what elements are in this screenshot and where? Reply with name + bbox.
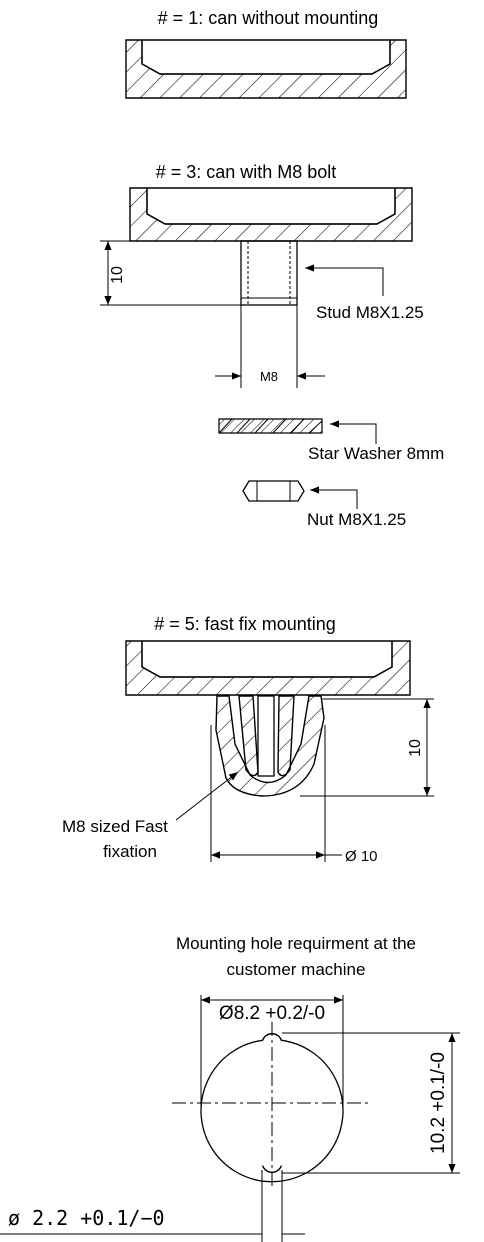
section-1-caption: # = 1: can without mounting: [158, 8, 379, 28]
nut-leader: [310, 486, 358, 509]
washer-leader: [330, 420, 377, 444]
stud-length-dimension: 10: [100, 240, 241, 306]
can-1-body: [125, 39, 407, 99]
hole-height-dimension: 10.2 +0.1/-0: [282, 1032, 460, 1174]
hole-diameter-dimension: Ø8.2 +0.2/-0: [200, 995, 344, 1112]
fixation-leader: [175, 771, 239, 821]
star-washer: [218, 418, 323, 434]
section-3-caption: # = 3: can with M8 bolt: [156, 162, 337, 182]
can-3-body: [129, 187, 413, 242]
keyhole-outline: [172, 1022, 372, 1186]
stud-leader: [305, 264, 384, 296]
clip-diameter-dimension: Ø 10: [210, 725, 378, 865]
thread-dimension-value: M8: [260, 369, 278, 384]
section-1-can-without-mounting: # = 1: can without mounting: [125, 8, 407, 99]
hole-height-value: 10.2 +0.1/-0: [428, 1052, 449, 1154]
nut-m8: [242, 480, 305, 502]
stud-label: Stud M8X1.25: [316, 303, 424, 322]
slot-dimension: ø 2.2 +0.1/−0: [0, 1170, 305, 1242]
section-3-can-with-bolt: # = 3: can with M8 bolt 10 Stud M8X1.25 …: [100, 162, 444, 529]
fixation-label-line1: M8 sized Fast: [62, 817, 168, 836]
washer-label: Star Washer 8mm: [308, 444, 444, 463]
stud-length-value: 10: [109, 266, 126, 284]
mounting-hole-section: Mounting hole requirment at the customer…: [0, 934, 460, 1242]
section-5-caption: # = 5: fast fix mounting: [154, 614, 336, 634]
thread-dimension: M8: [215, 305, 325, 388]
fixation-label-line2: fixation: [103, 842, 157, 861]
hole-title-line1: Mounting hole requirment at the: [176, 934, 416, 953]
slot-dimension-value: ø 2.2 +0.1/−0: [8, 1206, 165, 1230]
hole-diameter-value: Ø8.2 +0.2/-0: [219, 1003, 325, 1024]
can-5-body: [125, 640, 411, 696]
section-5-fast-fix: # = 5: fast fix mounting 10 M8 sized Fas…: [62, 614, 434, 865]
stud-m8: [240, 240, 298, 306]
clip-diameter-value: Ø 10: [345, 848, 378, 865]
fast-fix-clip: [215, 695, 325, 797]
clip-length-value: 10: [407, 739, 424, 757]
clip-length-dimension: 10: [300, 698, 434, 797]
hole-title-line2: customer machine: [227, 960, 366, 979]
nut-label: Nut M8X1.25: [307, 510, 406, 529]
